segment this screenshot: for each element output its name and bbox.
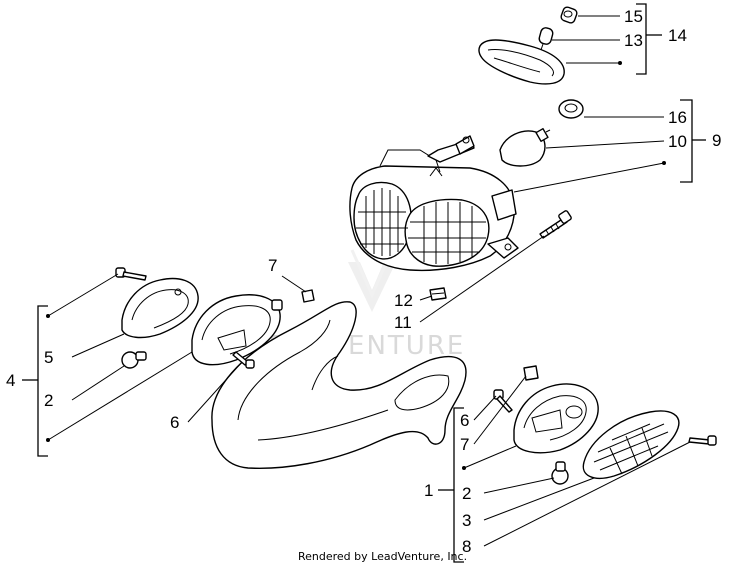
group-brackets — [22, 3, 706, 563]
clip-nut-top — [301, 289, 315, 303]
leader-lines — [47, 15, 691, 547]
callout-6-right: 6 — [460, 411, 469, 430]
callout-8: 8 — [462, 537, 471, 556]
callout-3: 3 — [462, 511, 471, 530]
callout-2-right: 2 — [462, 484, 471, 503]
callout-10: 10 — [668, 132, 687, 151]
callout-12: 12 — [394, 291, 413, 310]
callout-13: 13 — [624, 31, 643, 50]
callout-15: 15 — [624, 7, 643, 26]
callout-11: 11 — [394, 313, 412, 332]
headlamp-screw — [539, 210, 572, 239]
position-light-bulb — [538, 27, 554, 51]
position-light-lens — [478, 39, 565, 85]
right-indicator-screw — [688, 435, 717, 446]
left-indicator-screw — [115, 267, 147, 281]
callout-labels: 15 13 14 16 10 9 7 12 11 4 5 2 6 6 7 1 2… — [6, 7, 721, 556]
left-indicator-lens — [121, 277, 199, 339]
callout-4: 4 — [6, 371, 15, 390]
right-indicator-lens — [582, 410, 680, 480]
front-fairing — [211, 301, 467, 469]
callout-14: 14 — [668, 26, 687, 45]
bulb-socket — [560, 6, 578, 24]
callout-9: 9 — [712, 131, 721, 150]
grommet — [558, 99, 584, 119]
square-nut — [429, 287, 447, 301]
left-indicator-bulb — [121, 351, 147, 369]
callout-16: 16 — [668, 108, 687, 127]
headlamp-bulb — [499, 127, 551, 167]
callout-7-top: 7 — [268, 256, 277, 275]
left-housing-screw — [232, 351, 255, 369]
callout-7-right: 7 — [460, 435, 469, 454]
footer-credit: Rendered by LeadVenture, Inc. — [298, 550, 467, 563]
callout-6-left: 6 — [170, 413, 179, 432]
leader-dots — [46, 61, 666, 470]
callout-5: 5 — [44, 348, 53, 367]
clip-nut-right — [523, 365, 539, 381]
right-indicator-housing — [513, 383, 599, 454]
right-housing-screw — [493, 389, 513, 413]
headlamp — [349, 135, 519, 272]
right-indicator-bulb — [551, 461, 569, 485]
callout-2-left: 2 — [44, 391, 53, 410]
callout-1: 1 — [424, 481, 433, 500]
left-indicator-housing — [191, 294, 283, 366]
